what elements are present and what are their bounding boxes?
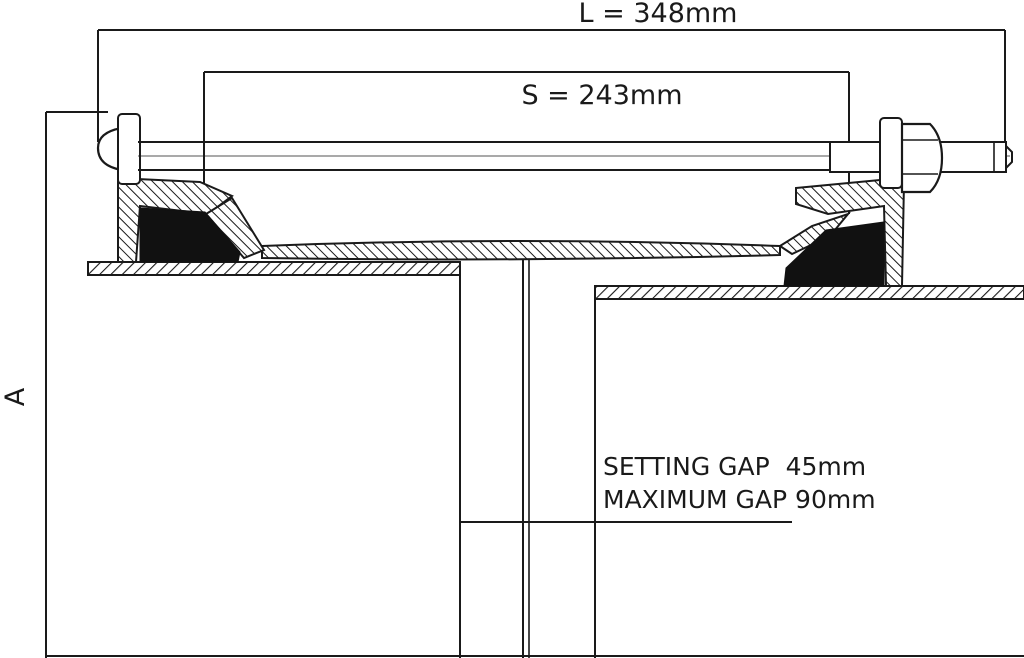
dimension-spacing: S = 243mm [203,71,850,214]
left-pipe [87,261,461,658]
maximum-gap-note: MAXIMUM GAP 90mm [603,485,876,514]
dimension-length: L = 348mm [97,0,1006,142]
length-label: L = 348mm [579,0,738,29]
spacing-label: S = 243mm [521,80,682,111]
bolt [96,113,1013,194]
left-gasket [139,207,241,263]
height-label: A [0,387,31,406]
bolt-nut [900,122,944,194]
right-pipe [594,285,1024,658]
bolt-head [96,126,124,172]
dimension-height: A [0,111,108,658]
right-gasket [783,221,885,287]
setting-gap-note: SETTING GAP 45mm [603,452,866,481]
centre-sleeve [261,240,781,261]
bolt-washer [879,117,903,189]
gap-annotation: SETTING GAP 45mm MAXIMUM GAP 90mm [460,452,876,523]
